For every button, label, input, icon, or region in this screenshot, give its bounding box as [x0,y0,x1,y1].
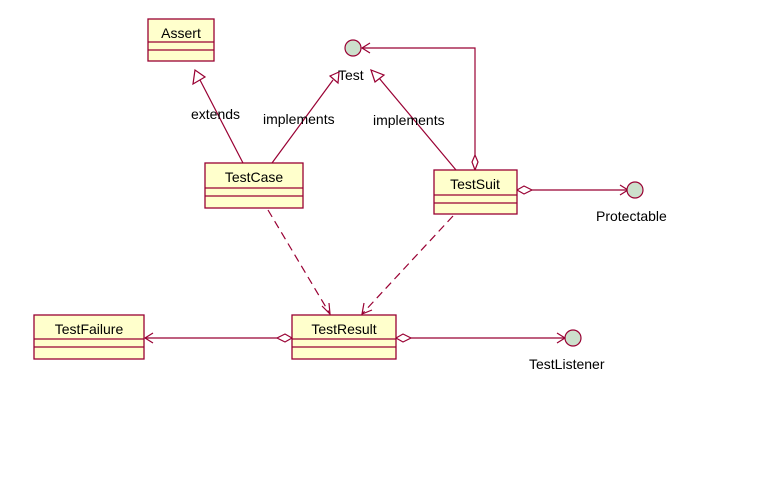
interface-testlistener-label: TestListener [529,356,605,372]
interface-testlistener[interactable]: TestListener [529,329,605,372]
class-testsuit-name: TestSuit [450,176,500,192]
class-testresult[interactable]: TestResult [291,314,397,360]
edge-testcase-extends-assert [192,68,244,164]
interface-test-circle [344,39,362,57]
edge-testsuit-implements-test [370,68,457,171]
label-implements-testcase: implements [263,111,335,127]
class-assert-name: Assert [161,25,201,41]
edge-testsuit-aggregates-test [360,42,479,172]
class-testfailure-name: TestFailure [55,321,124,337]
interface-testlistener-circle [564,329,582,347]
class-testsuit[interactable]: TestSuit [433,169,518,215]
edge-testsuit-aggregates-protectable [515,184,630,196]
class-testresult-name: TestResult [311,321,376,337]
interface-protectable-label: Protectable [596,208,667,224]
edge-testcase-implements-test [271,71,340,164]
edge-testsuit-uses-testresult [361,215,454,315]
class-assert[interactable]: Assert [147,18,215,62]
edge-testresult-aggregates-testlistener [394,332,567,344]
label-implements-testsuit: implements [373,112,445,128]
label-extends: extends [191,106,240,122]
class-testcase-name: TestCase [225,169,284,185]
edge-testresult-aggregates-testfailure [143,332,294,344]
class-testcase[interactable]: TestCase [204,162,304,209]
interface-test-label: Test [338,67,364,83]
class-testfailure[interactable]: TestFailure [33,314,145,360]
interface-protectable-circle [626,181,644,199]
edge-testcase-uses-testresult [267,209,331,316]
interface-test[interactable]: Test [338,39,364,83]
interface-protectable[interactable]: Protectable [596,181,667,224]
